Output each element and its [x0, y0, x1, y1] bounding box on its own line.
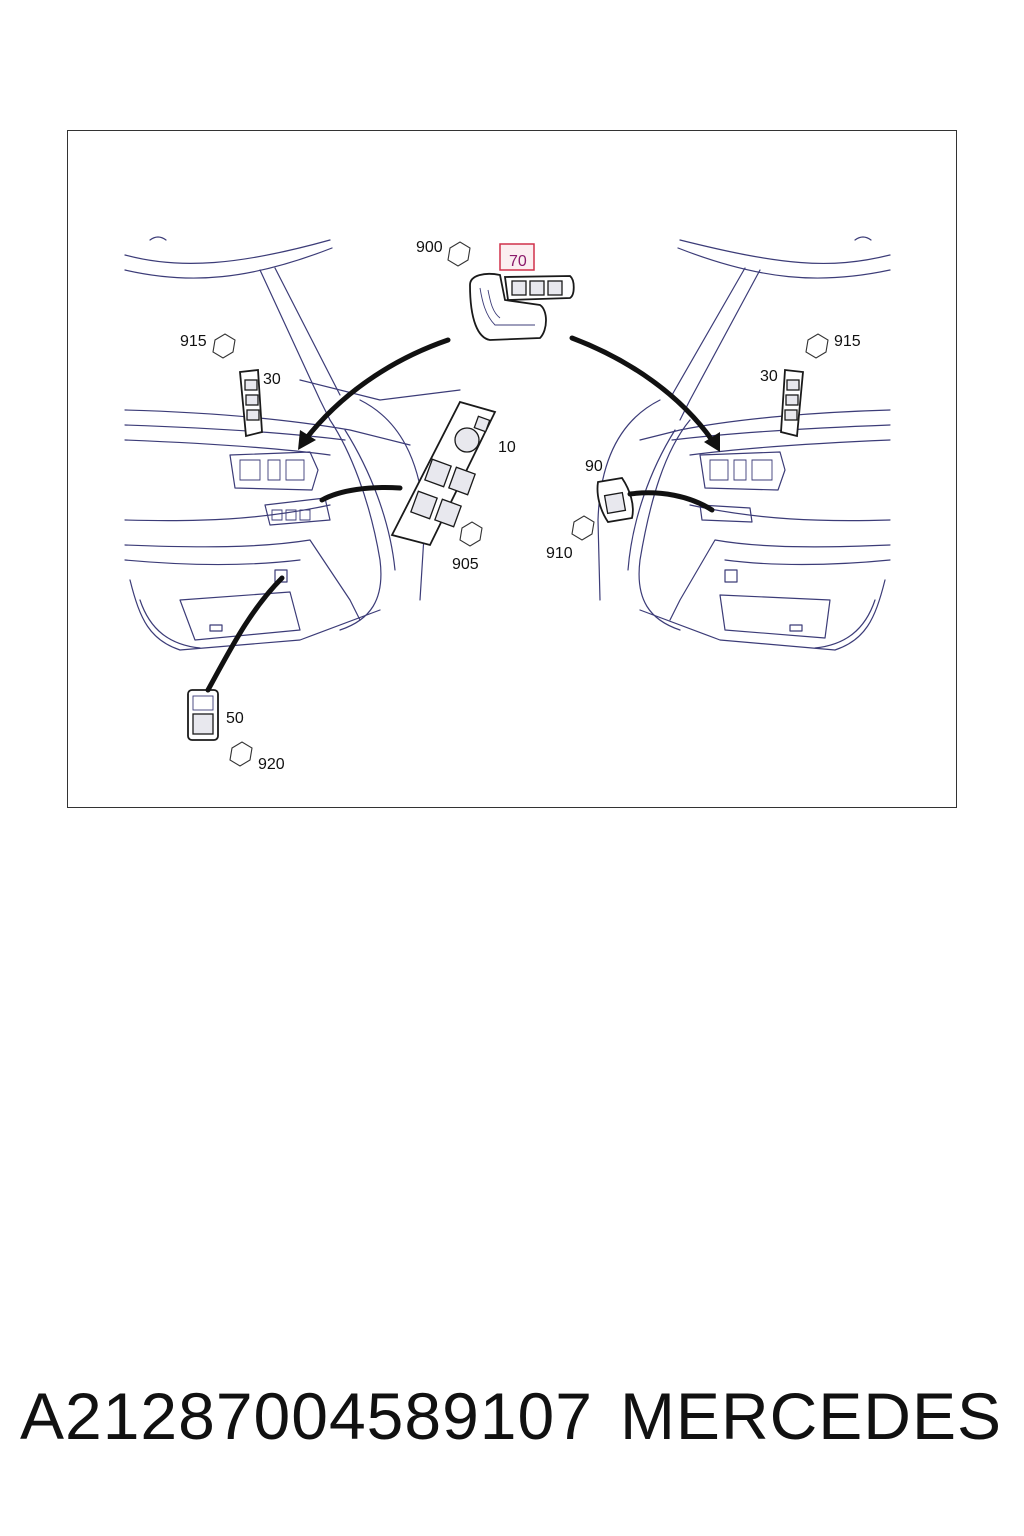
- highlight-box: [499, 243, 535, 271]
- footer-caption: A21287004589107 MERCEDES: [0, 1378, 1024, 1468]
- callout-30-right: 30: [760, 368, 778, 385]
- left-door-drawing: [124, 236, 461, 651]
- callout-10: 10: [498, 439, 516, 456]
- callout-915-left: 915: [180, 333, 207, 350]
- callout-920: 920: [258, 756, 285, 773]
- callout-50: 50: [226, 710, 244, 727]
- pointer-arrows: [205, 335, 720, 693]
- callout-905: 905: [452, 556, 479, 573]
- brand-name: MERCEDES: [619, 1379, 1002, 1453]
- seat-memory-switch-right: [780, 369, 804, 438]
- seat-memory-switch-left: [239, 369, 263, 438]
- callout-labels: 900 70 915 30 10 905 90 910 915 30 50 92…: [180, 239, 861, 773]
- callout-30-left: 30: [263, 371, 281, 388]
- passenger-window-switch: [596, 477, 634, 523]
- package-tags: [212, 241, 829, 767]
- callout-70: 70: [509, 253, 527, 270]
- callout-90: 90: [585, 458, 603, 475]
- rear-window-switch: [187, 689, 219, 741]
- diagram-frame: [67, 130, 957, 808]
- callout-910: 910: [546, 545, 573, 562]
- driver-window-switch-panel: [390, 400, 497, 547]
- callout-900: 900: [416, 239, 443, 256]
- callout-915-right: 915: [834, 333, 861, 350]
- part-number: A21287004589107: [20, 1379, 593, 1453]
- right-door-drawing: [597, 236, 891, 651]
- seat-switch-part: [469, 272, 575, 341]
